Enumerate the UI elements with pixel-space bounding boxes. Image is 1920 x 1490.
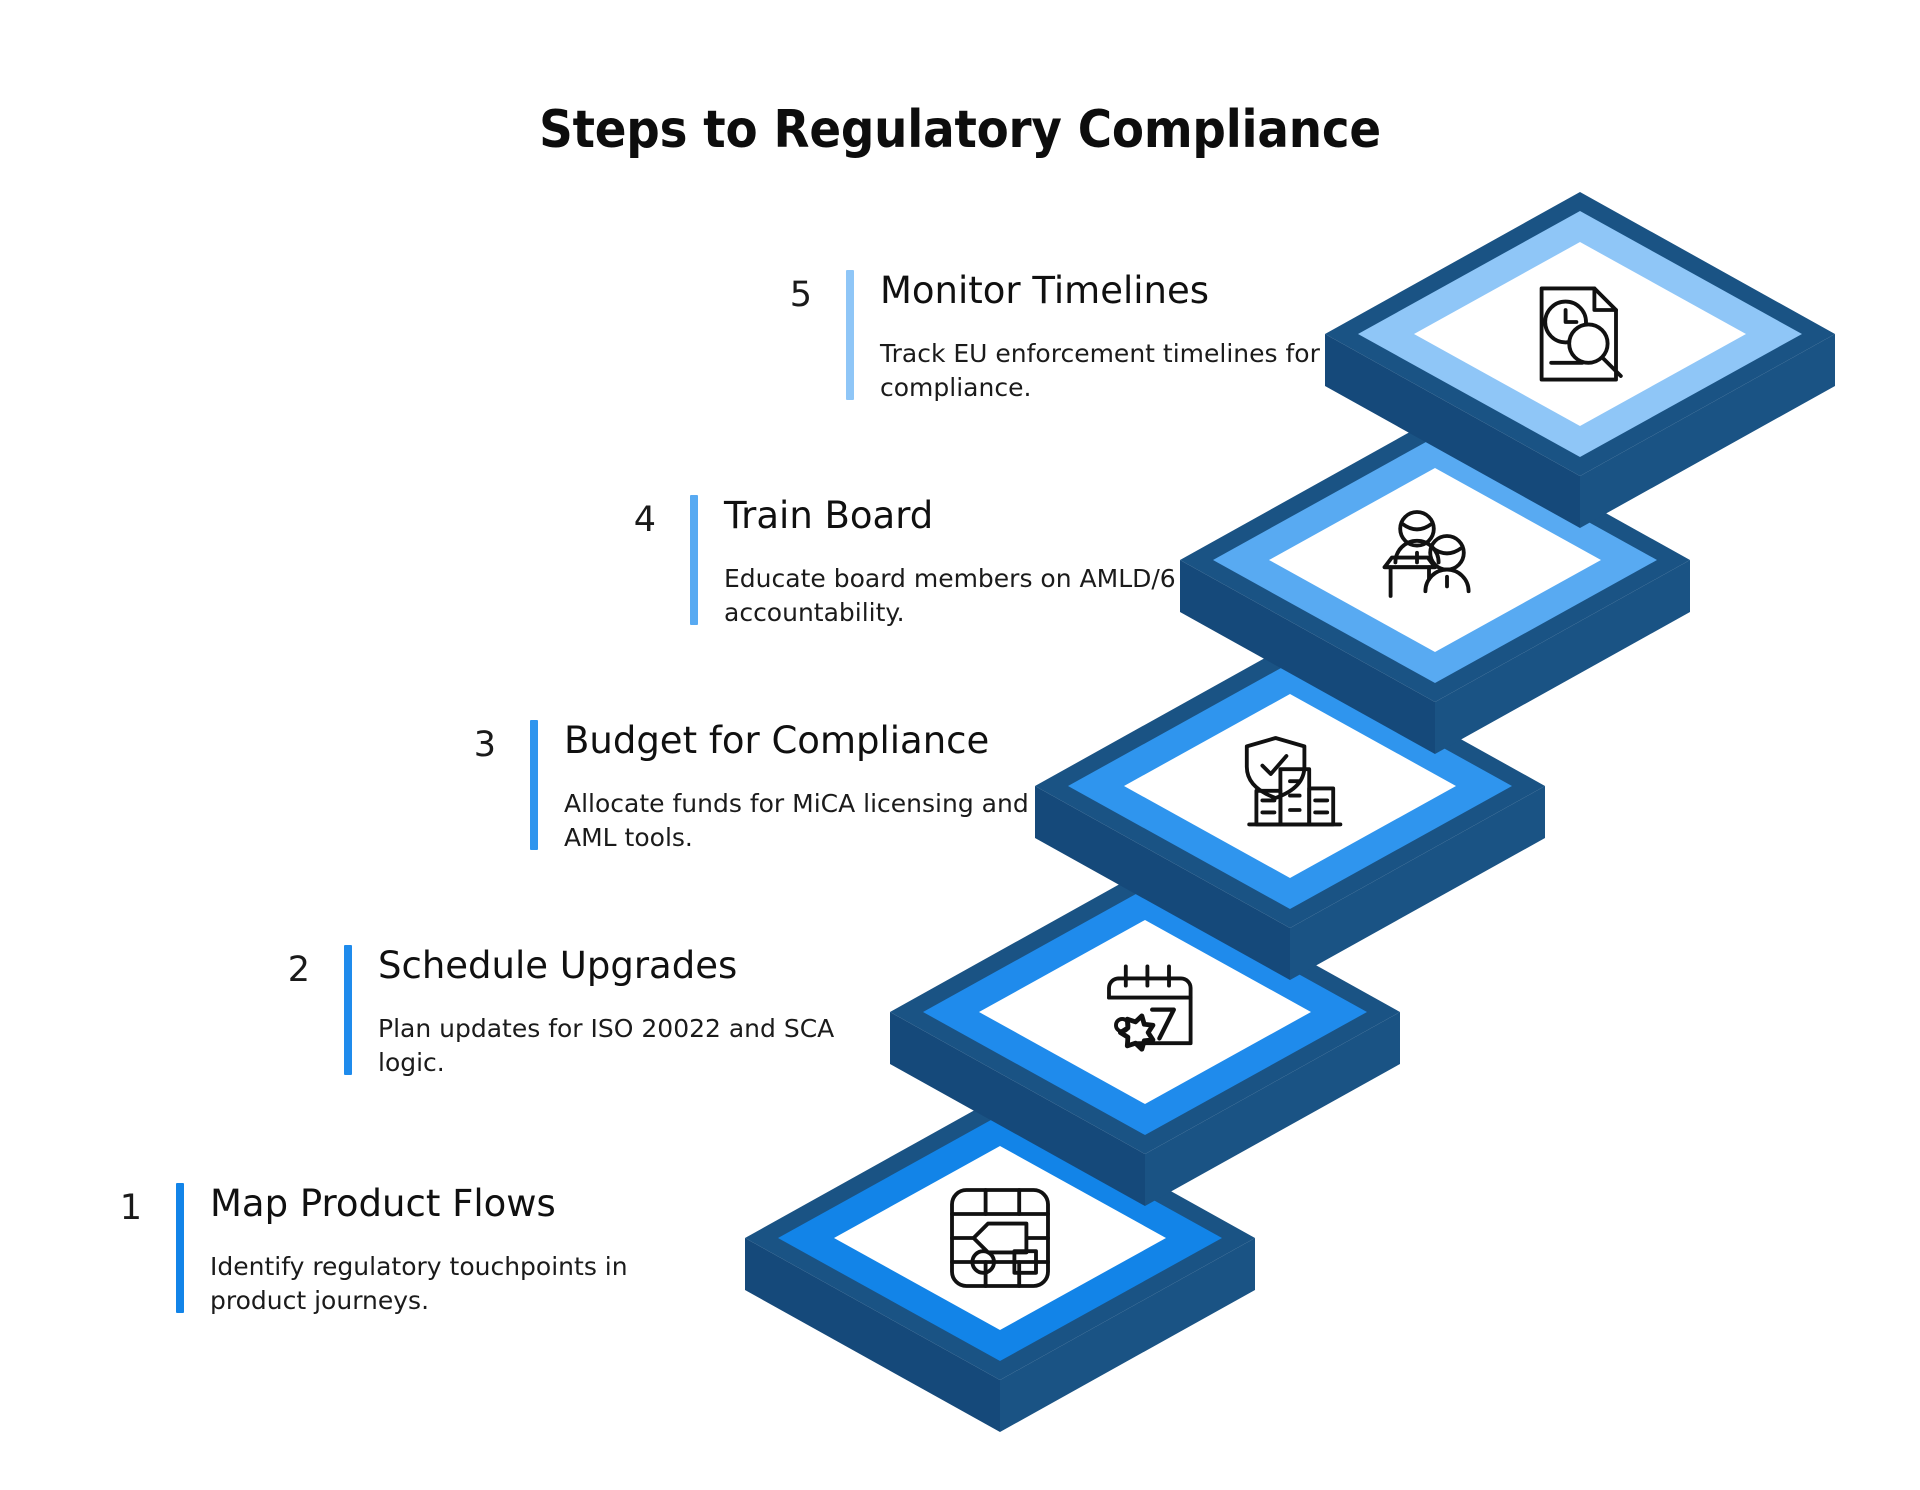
step-description-4: Educate board members on AMLD/6 accounta… xyxy=(724,564,1176,628)
step-text-3: 3 Budget for Compliance Allocate funds f… xyxy=(444,719,1064,853)
step-text-2: 2 Schedule Upgrades Plan updates for ISO… xyxy=(258,944,878,1078)
step-accent-bar-4 xyxy=(690,495,698,625)
step-title-5: Monitor Timelines xyxy=(880,269,1210,312)
step-title-2: Schedule Upgrades xyxy=(378,944,738,987)
step-number-1: 1 xyxy=(119,1188,142,1228)
step-text-1: 1 Map Product Flows Identify regulatory … xyxy=(90,1182,710,1316)
step-title-1: Map Product Flows xyxy=(210,1182,556,1225)
step-number-3: 3 xyxy=(473,725,496,765)
step-description-5: Track EU enforcement timelines for compl… xyxy=(880,339,1320,403)
step-number-5: 5 xyxy=(789,275,812,315)
step-accent-bar-5 xyxy=(846,270,854,400)
step-description-2: Plan updates for ISO 20022 and SCA logic… xyxy=(378,1014,835,1078)
people-training-icon xyxy=(1375,500,1495,620)
step-title-4: Train Board xyxy=(724,494,934,537)
page-title: Steps to Regulatory Compliance xyxy=(539,100,1381,160)
step-accent-bar-3 xyxy=(530,720,538,850)
step-description-1: Identify regulatory touchpoints in produ… xyxy=(210,1252,628,1316)
step-text-5: 5 Monitor Timelines Track EU enforcement… xyxy=(760,269,1380,403)
step-title-3: Budget for Compliance xyxy=(564,719,990,762)
step-text-4: 4 Train Board Educate board members on A… xyxy=(604,494,1224,628)
shield-building-icon xyxy=(1230,726,1350,846)
step-accent-bar-1 xyxy=(176,1183,184,1313)
step-number-4: 4 xyxy=(633,500,656,540)
calendar-gear-icon xyxy=(1085,952,1205,1072)
step-description-3: Allocate funds for MiCA licensing and AM… xyxy=(564,789,1029,853)
step-number-2: 2 xyxy=(287,950,310,990)
document-clock-search-icon xyxy=(1520,274,1640,394)
flowchart-icon xyxy=(940,1178,1060,1298)
step-accent-bar-2 xyxy=(344,945,352,1075)
